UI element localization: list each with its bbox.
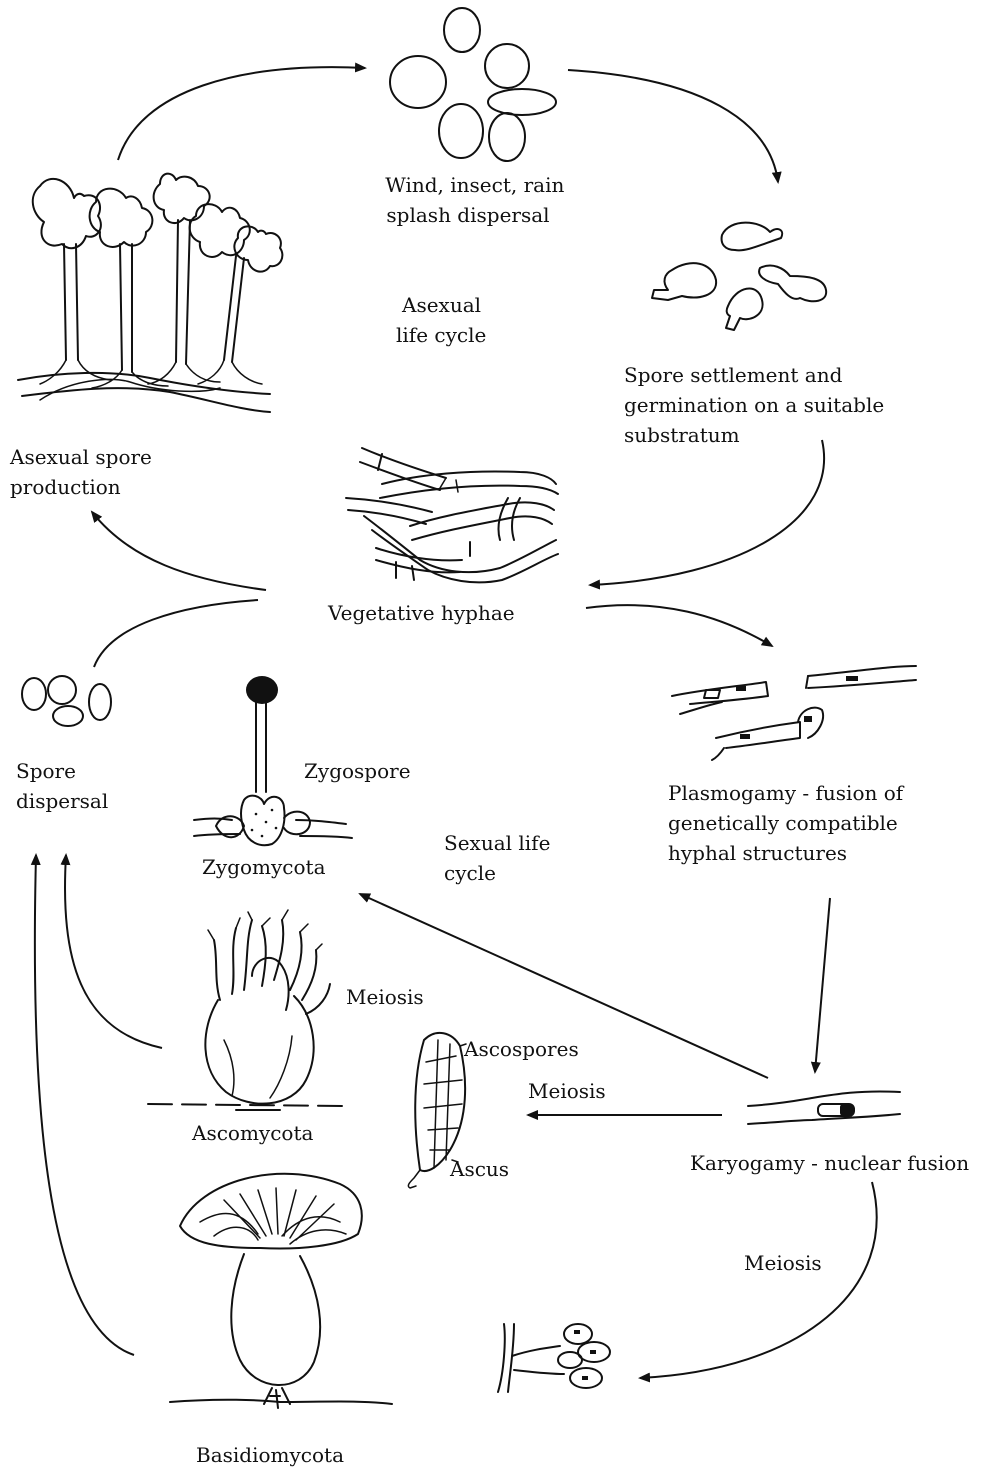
sexual-life-cycle-label: Sexual life cycle xyxy=(444,831,557,885)
vegetative-hyphae-label: Vegetative hyphae xyxy=(327,601,515,625)
meiosis-label-ascus: Meiosis xyxy=(528,1079,606,1103)
asexual-sporangiophores-illustration xyxy=(18,174,282,412)
plasmogamy-line-1: Plasmogamy - fusion of xyxy=(668,781,905,805)
basidiomycota-illustration xyxy=(170,1174,392,1408)
zygomycota-label: Zygomycota xyxy=(202,855,326,879)
arrow-karyogamy-to-basidia xyxy=(640,1182,877,1378)
asexual-production-line-2: production xyxy=(10,475,121,499)
plasmogamy-line-3: hyphal structures xyxy=(668,841,847,865)
plasmogamy-line-2: genetically compatible xyxy=(668,811,898,835)
vegetative-hyphae-illustration xyxy=(346,448,558,582)
settlement-label: Spore settlement and germination on a su… xyxy=(624,363,891,447)
asexual-life-cycle-label: Asexual life cycle xyxy=(396,293,487,347)
settlement-line-1: Spore settlement and xyxy=(624,363,843,387)
meiosis-label-ascomycota: Meiosis xyxy=(346,985,424,1009)
arrow-spore-dispersal-to-vegetative xyxy=(94,600,258,667)
ascomycota-label: Ascomycota xyxy=(191,1121,313,1145)
arrow-vegetative-to-plasmogamy xyxy=(586,605,772,646)
spore-dispersal-label: Spore dispersal xyxy=(16,759,108,813)
spore-dispersal-line-2: dispersal xyxy=(16,789,108,813)
arrow-vegetative-to-asexual-production xyxy=(92,512,266,590)
ascospores-label: Ascospores xyxy=(463,1037,579,1061)
dispersed-spores-illustration xyxy=(390,8,556,161)
arrow-plasmogamy-to-karyogamy xyxy=(815,898,830,1072)
ascus-label: Ascus xyxy=(449,1157,509,1181)
spore-dispersal-line-1: Spore xyxy=(16,759,76,783)
dispersal-spores-illustration xyxy=(22,676,111,726)
asexual-production-line-1: Asexual spore xyxy=(9,445,152,469)
cycle-arrows xyxy=(35,67,877,1378)
germinating-spores-illustration xyxy=(652,223,826,330)
settlement-line-3: substratum xyxy=(624,423,740,447)
asexual-cycle-line-2: life cycle xyxy=(396,323,486,347)
arrow-production-to-dispersal xyxy=(118,67,365,160)
arrow-basidiomycota-to-spore-dispersal xyxy=(35,855,134,1355)
arrow-ascomycota-to-spore-dispersal xyxy=(65,855,162,1048)
ascomycota-illustration xyxy=(148,910,342,1110)
arrow-settlement-to-vegetative xyxy=(590,440,824,585)
dispersal-label: Wind, insect, rain splash dispersal xyxy=(385,173,570,227)
settlement-line-2: germination on a suitable xyxy=(624,393,884,417)
basidia-illustration xyxy=(498,1324,610,1392)
asexual-cycle-line-1: Asexual xyxy=(401,293,481,317)
meiosis-label-basidiomycota: Meiosis xyxy=(744,1251,822,1275)
dispersal-label-line-2: splash dispersal xyxy=(386,203,549,227)
dispersal-label-line-1: Wind, insect, rain xyxy=(385,173,564,197)
karyogamy-illustration xyxy=(748,1091,900,1124)
sexual-cycle-line-1: Sexual life xyxy=(444,831,550,855)
asexual-production-label: Asexual spore production xyxy=(9,445,158,499)
sexual-cycle-line-2: cycle xyxy=(444,861,496,885)
plasmogamy-label: Plasmogamy - fusion of genetically compa… xyxy=(668,781,910,865)
zygospore-label: Zygospore xyxy=(304,759,411,783)
arrow-dispersal-to-settlement xyxy=(568,70,778,182)
plasmogamy-illustration xyxy=(672,666,916,760)
karyogamy-label: Karyogamy - nuclear fusion xyxy=(690,1151,969,1175)
basidiomycota-label: Basidiomycota xyxy=(196,1443,344,1467)
